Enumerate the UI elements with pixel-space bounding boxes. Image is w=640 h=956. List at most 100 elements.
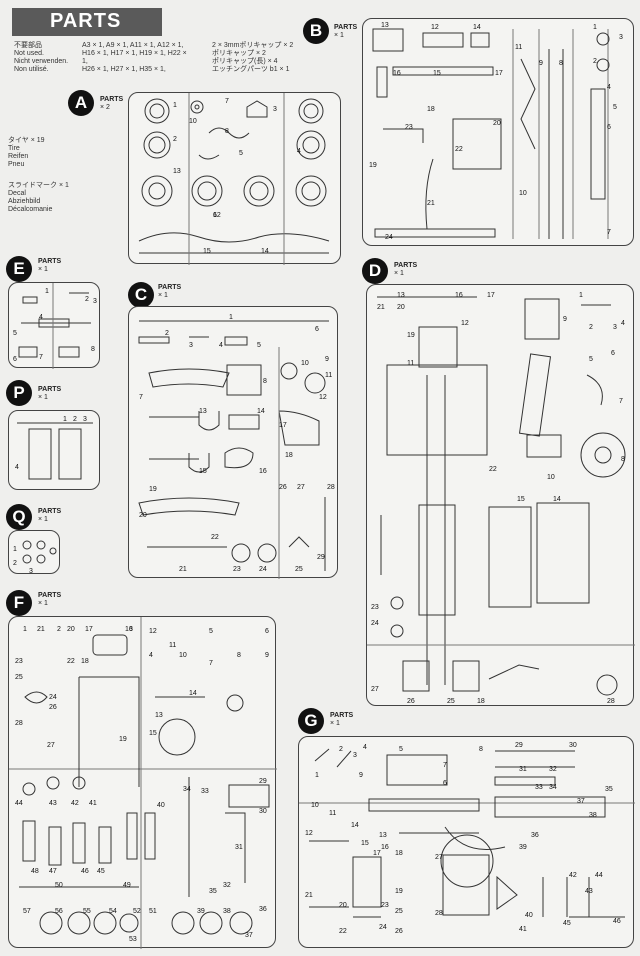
part-number: 1 (593, 24, 597, 31)
part-number: 14 (257, 408, 265, 415)
part-number: 13 (155, 712, 163, 719)
sprue-e-frame: 1 2 3 4 5 6 7 8 (8, 282, 100, 369)
part-number: 7 (619, 398, 623, 405)
part-number: 7 (139, 394, 143, 401)
part-number: 20 (397, 304, 405, 311)
part-number: 27 (371, 686, 379, 693)
part-number: 27 (435, 854, 443, 861)
not-used-parts: A3 × 1, A9 × 1, A11 × 1, A12 × 1, H16 × … (82, 42, 192, 74)
sprue-d-drawing: 1 2 3 4 5 6 7 8 9 10 11 12 13 14 15 16 1… (367, 292, 635, 705)
part-number: 25 (15, 674, 23, 681)
part-number: 19 (369, 162, 377, 169)
sprue-p-parts-word: PARTS (38, 386, 62, 393)
part-number: 1 (579, 292, 583, 299)
part-number: 50 (55, 882, 63, 889)
part-number: 16 (125, 626, 133, 633)
mudflap-part (28, 428, 82, 480)
part-number: 4 (363, 744, 367, 751)
sprue-c-frame: 1 2 3 4 5 6 7 8 9 10 11 12 13 14 15 16 1… (128, 306, 338, 579)
sprue-g-drawing: 1 2 3 4 5 6 7 8 9 10 11 12 13 14 15 16 1… (299, 742, 635, 935)
part-number: 9 (359, 772, 363, 779)
part-number: 10 (547, 474, 555, 481)
part-number: 26 (279, 484, 287, 491)
decal-note-line: Abziehbild (8, 198, 41, 205)
panel-part (488, 506, 532, 608)
part-number: 21 (305, 892, 313, 899)
part-number: 19 (407, 332, 415, 339)
part-number: 6 (315, 326, 319, 333)
panel-part (536, 502, 590, 604)
tire-note: タイヤ × 19 Tire Reifen Pneu (8, 137, 88, 169)
part-number: 13 (173, 168, 181, 175)
part-number: 28 (327, 484, 335, 491)
part-number: 39 (197, 908, 205, 915)
part-number: 25 (295, 566, 303, 573)
sprue-letter-q: Q (6, 504, 32, 530)
sprue-q-drawing: 1 2 3 (13, 540, 57, 575)
sprue-e-drawing: 1 2 3 4 5 6 7 8 (13, 283, 97, 369)
part-number: 3 (129, 626, 133, 633)
decal-note-line: Décalcomanie (8, 206, 53, 213)
part-number: 46 (81, 868, 89, 875)
part-number: 25 (395, 908, 403, 915)
panel-part (452, 118, 502, 170)
part-number: 28 (607, 698, 615, 705)
part-number: 40 (525, 912, 533, 919)
sprue-a-count: × 2 (100, 104, 110, 111)
part-number: 38 (589, 812, 597, 819)
tire-part (296, 130, 326, 160)
part-number: 3 (353, 752, 357, 759)
part-number: 4 (15, 464, 19, 471)
part-number: 23 (405, 124, 413, 131)
part-number: 37 (245, 932, 253, 939)
part-number: 18 (81, 658, 89, 665)
part-number: 4 (607, 84, 611, 91)
part-number: 32 (549, 766, 557, 773)
not-used-extras: 2 × 3mmポリキャップ × 2 ポリキャップ × 2 ポリキャップ(長) ×… (212, 42, 322, 74)
part-number: 21 (377, 304, 385, 311)
part-number: 3 (83, 416, 87, 423)
sprue-c-drawing: 1 2 3 4 5 6 7 8 9 10 11 12 13 14 15 16 1… (138, 314, 335, 579)
part-number: 16 (259, 468, 267, 475)
part-number: 19 (395, 888, 403, 895)
part-number: 6 (611, 350, 615, 357)
part-number: 11 (325, 372, 332, 379)
part-number: 57 (23, 908, 31, 915)
decal-note: スライドマーク × 1 Decal Abziehbild Décalcomani… (8, 182, 88, 214)
not-used-parts-line: H26 × 1, H27 × 1, H35 × 1, (82, 66, 166, 73)
part-number: 4 (297, 148, 301, 155)
part-number: 39 (519, 844, 527, 851)
part-number: 30 (259, 808, 267, 815)
part-number: 23 (381, 902, 389, 909)
part-number: 8 (621, 456, 625, 463)
not-used-extra-line: ポリキャップ(長) × 4 (212, 58, 278, 65)
tire-part (144, 98, 170, 124)
mount-part (24, 691, 48, 704)
part-number: 23 (371, 604, 379, 611)
part-number: 11 (329, 810, 336, 817)
part-number: 29 (515, 742, 523, 749)
part-number: 41 (89, 800, 97, 807)
part-number: 14 (473, 24, 481, 31)
part-number: 25 (447, 698, 455, 705)
sprue-d-count: × 1 (394, 270, 404, 277)
part-number: 7 (39, 354, 43, 361)
part-number: 44 (595, 872, 603, 879)
part-number: 5 (257, 342, 261, 349)
part-number: 17 (279, 422, 287, 429)
part-number: 24 (259, 566, 267, 573)
part-number: 2 (593, 58, 597, 65)
part-number: 12 (149, 628, 157, 635)
part-number: 7 (607, 229, 611, 236)
not-used-extra-line: 2 × 3mmポリキャップ × 2 (212, 42, 294, 49)
part-number: 15 (199, 468, 207, 475)
sprue-d-parts-word: PARTS (394, 262, 418, 269)
part-number: 7 (443, 762, 447, 769)
part-number: 31 (519, 766, 527, 773)
wheel-hub-part (191, 175, 223, 207)
part-number: 9 (539, 60, 543, 67)
part-number: 1 (315, 772, 319, 779)
part-number: 21 (427, 200, 435, 207)
part-number: 8 (263, 378, 267, 385)
sprue-b-parts-word: PARTS (334, 24, 358, 31)
